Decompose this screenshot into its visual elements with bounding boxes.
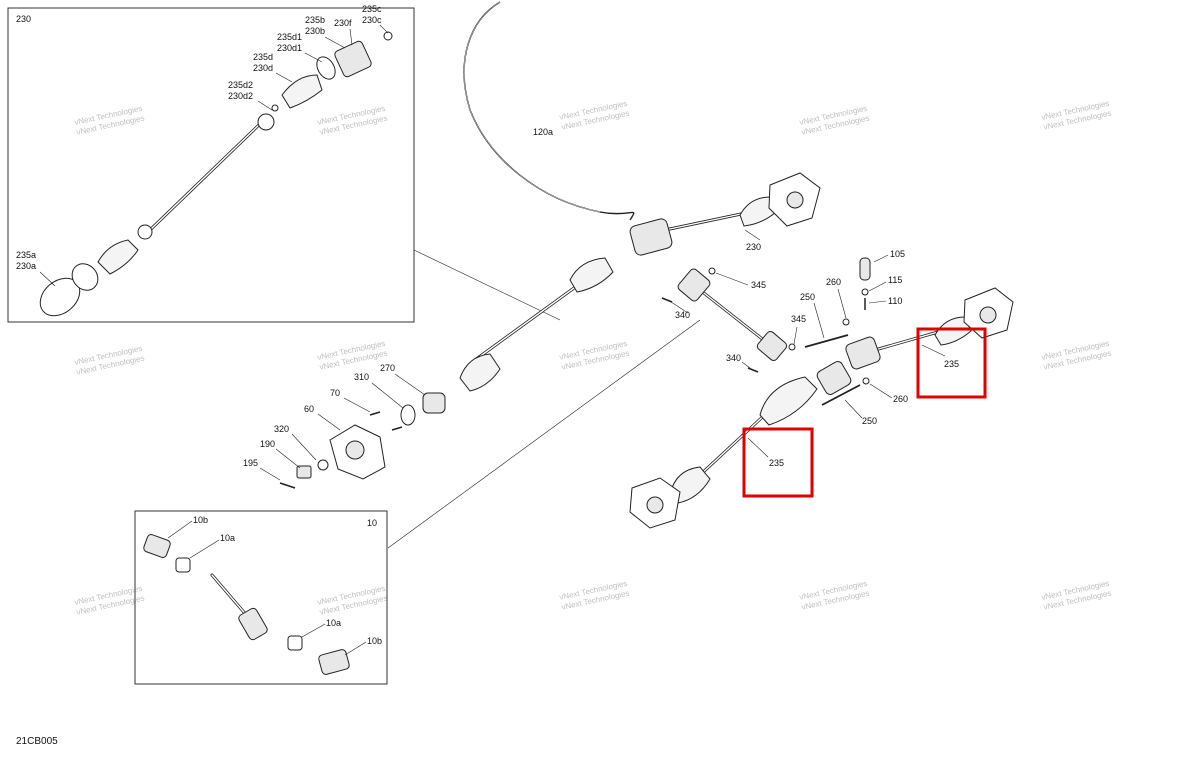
nut-260 <box>862 377 870 385</box>
callout-10b: 10b <box>193 515 208 525</box>
callout-235b: 235b <box>305 15 325 25</box>
callout-235: 235 <box>944 359 959 369</box>
nut-345 <box>788 343 796 351</box>
inner-boot <box>281 74 323 109</box>
callout-235c: 235c <box>362 4 382 14</box>
yoke <box>756 330 788 362</box>
retaining-ring <box>383 31 393 41</box>
callout-230b: 230b <box>305 26 325 36</box>
callout-10a: 10a <box>326 618 341 628</box>
callout-345: 345 <box>791 314 806 324</box>
bolt-70 <box>369 411 381 416</box>
circlip <box>271 104 279 112</box>
callout-110: 110 <box>888 296 902 306</box>
inset-frame <box>134 510 388 685</box>
cotter-pin-195 <box>279 482 296 489</box>
nut-190 <box>296 465 312 479</box>
tripod <box>257 113 275 131</box>
inner-cv-housing <box>845 336 881 370</box>
yoke <box>677 268 711 302</box>
callout-235a: 235a <box>16 250 36 260</box>
callout-230d: 230d <box>253 63 273 73</box>
callout-120a: 120a <box>533 127 553 137</box>
cross-10a <box>175 557 191 573</box>
callout-230d1: 230d1 <box>277 43 302 53</box>
highlight-box-235-left <box>742 427 814 498</box>
callout-10a: 10a <box>220 533 235 543</box>
cv-boot <box>459 353 501 392</box>
differential-area: 105 115 110 250 260 260 250 <box>800 249 908 426</box>
drive-shaft-235-left: 235 <box>629 361 852 529</box>
inset-frame <box>7 7 415 323</box>
callout-230f: 230f <box>334 18 352 28</box>
breather-105 <box>859 257 871 281</box>
inset-connector-line <box>413 249 561 321</box>
drive-shaft-235-right: 235 <box>845 287 1014 399</box>
cv-boot <box>97 239 139 275</box>
callout-260: 260 <box>826 277 841 287</box>
cv-boot <box>569 257 614 293</box>
nut-345 <box>708 267 716 275</box>
callout-235d1: 235d1 <box>277 32 302 42</box>
highlight-box-235-right <box>916 327 987 399</box>
spider-bearing <box>137 224 153 240</box>
callout-250: 250 <box>862 416 877 426</box>
callout-345: 345 <box>751 280 766 290</box>
boot-clamp <box>316 56 336 80</box>
callout-310: 310 <box>354 372 369 382</box>
clamp-ring <box>71 263 99 291</box>
inset-label: 10 <box>367 518 377 528</box>
clip-115 <box>861 288 869 296</box>
callout-235d: 235d <box>253 52 273 62</box>
hub-assembly: 270 310 70 60 320 190 195 <box>243 363 446 489</box>
bearing-270 <box>422 392 446 414</box>
cv-boot <box>759 376 818 426</box>
prop-shaft-10: 345 345 340 340 <box>387 267 806 549</box>
bolt-250 <box>804 334 849 348</box>
callout-190: 190 <box>260 439 275 449</box>
washer-320 <box>317 459 329 471</box>
callout-115: 115 <box>888 275 902 285</box>
nut-260 <box>842 318 850 326</box>
callout-230: 230 <box>746 242 761 252</box>
inset-prop-shaft-10: 10 10b 10a 10a 10b <box>134 510 388 685</box>
callout-105: 105 <box>890 249 905 259</box>
callout-340: 340 <box>675 310 690 320</box>
ring-310 <box>400 404 416 426</box>
callout-230d2: 230d2 <box>228 91 253 101</box>
bolt-70 <box>391 426 403 431</box>
cross-10a <box>287 635 303 651</box>
callout-230c: 230c <box>362 15 382 25</box>
callout-195: 195 <box>243 458 258 468</box>
inner-cv-housing <box>334 40 372 78</box>
callout-10b: 10b <box>367 636 382 646</box>
callout-340: 340 <box>726 353 741 363</box>
diagram-code: 21CB005 <box>16 736 58 747</box>
callout-250: 250 <box>800 292 815 302</box>
inset-connector-line <box>387 319 701 549</box>
drive-shaft-230: 230 <box>459 172 821 392</box>
callout-230a: 230a <box>16 261 36 271</box>
inset-label: 230 <box>16 14 31 24</box>
callout-70: 70 <box>330 388 340 398</box>
callout-235: 235 <box>769 458 784 468</box>
callout-260: 260 <box>893 394 908 404</box>
bolt-340 <box>747 367 759 373</box>
callout-60: 60 <box>304 404 314 414</box>
callout-320: 320 <box>274 424 289 434</box>
slip-yoke <box>238 607 268 641</box>
yoke-10b <box>143 534 171 558</box>
cv-boot <box>934 316 972 346</box>
inner-cv-housing <box>816 361 852 395</box>
inset-drive-shaft-230: 230 235c 230c 235b 230b 230f 235d1 230d1… <box>7 4 561 323</box>
callout-270: 270 <box>380 363 395 373</box>
callout-235d2: 235d2 <box>228 80 253 90</box>
bolt-250 <box>821 384 861 406</box>
inner-cv-housing <box>629 218 673 256</box>
yoke-10b <box>318 649 350 675</box>
